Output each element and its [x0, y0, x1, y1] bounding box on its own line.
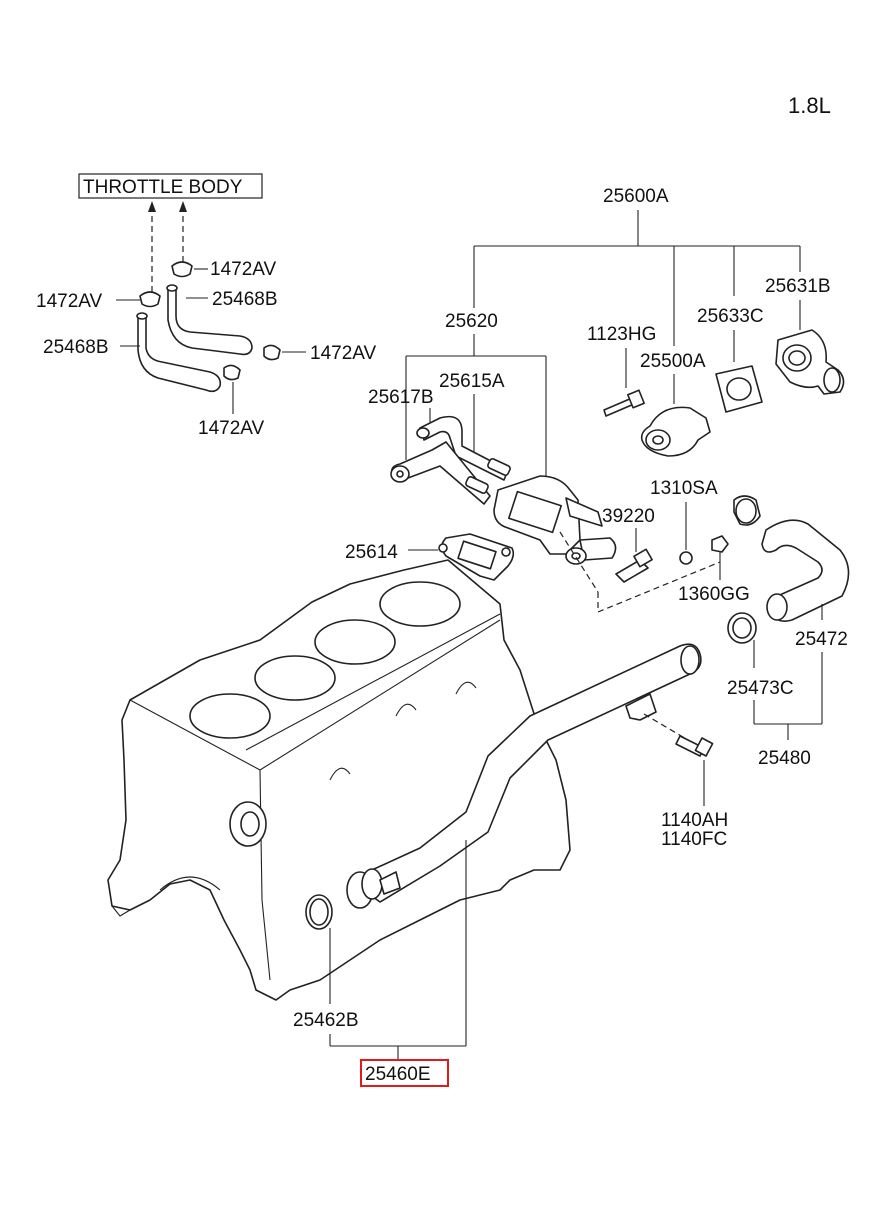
water-pipe-25460E: [346, 643, 702, 909]
clamp-1310SA-upper: [733, 495, 761, 526]
label-25633C: 25633C: [697, 306, 764, 327]
label-25631B: 25631B: [765, 276, 831, 297]
label-25462B: 25462B: [293, 1010, 359, 1031]
hose-25468B-lower: [136, 312, 222, 393]
bracket-25620: [405, 355, 547, 480]
bolt-1140AH: [675, 735, 714, 757]
label-25615A: 25615A: [439, 371, 505, 392]
label-1472AV-bottom: 1472AV: [198, 418, 265, 439]
thermostat-25500A: [640, 406, 711, 457]
label-1472AV-top: 1472AV: [210, 259, 277, 280]
bypass-pipes: [390, 415, 511, 505]
part-25460E-link[interactable]: 25460E: [360, 1059, 449, 1087]
label-25472: 25472: [795, 629, 848, 650]
nut-1360GG: [711, 535, 729, 580]
gasket-25614: [438, 533, 515, 581]
label-1472AV-left: 1472AV: [36, 291, 103, 312]
leader-25480: [753, 652, 823, 740]
label-25600A: 25600A: [603, 186, 669, 207]
hose-25468B-upper: [166, 284, 253, 356]
label-1123HG: 1123HG: [587, 324, 656, 345]
label-1310SA: 1310SA: [650, 478, 718, 499]
label-25500A: 25500A: [640, 351, 706, 372]
clamp-25473C: [727, 612, 757, 644]
label-25460E: 25460E: [365, 1064, 431, 1085]
engine-spec-label: 1.8L: [788, 93, 831, 118]
label-1472AV-right: 1472AV: [310, 343, 377, 364]
bolt-1123HG: [603, 389, 645, 417]
label-25614: 25614: [345, 542, 398, 563]
label-25468B-left: 25468B: [43, 337, 109, 358]
label-25620: 25620: [445, 311, 498, 332]
clamps-1472AV: [139, 261, 281, 381]
label-1140FC: 1140FC: [661, 829, 727, 850]
label-39220: 39220: [602, 506, 655, 527]
label-25468B-right: 25468B: [212, 289, 278, 310]
temp-sensor-39220: [615, 548, 653, 583]
o-ring-25462B: [305, 894, 333, 930]
engine-block: [107, 559, 571, 1001]
label-25617B: 25617B: [368, 387, 434, 408]
label-1140AH: 1140AH: [661, 810, 728, 831]
label-25480: 25480: [758, 748, 811, 769]
throttle-body-label: THROTTLE BODY: [83, 177, 243, 198]
highlight-box: [360, 1059, 449, 1087]
throttle-arrows: [148, 201, 187, 292]
outlet-fitting-25631B: [775, 329, 845, 395]
throttle-body-box: [78, 173, 263, 199]
gasket-25633C: [715, 365, 763, 413]
washer-1310SA: [679, 551, 693, 565]
inlet-housing-25620: [493, 475, 721, 613]
label-25473C: 25473C: [727, 678, 794, 699]
leader-25460E: [329, 840, 467, 1060]
leader-25600A: [473, 210, 801, 346]
label-1360GG: 1360GG: [678, 584, 750, 605]
radiator-hose-25472: [761, 519, 850, 622]
